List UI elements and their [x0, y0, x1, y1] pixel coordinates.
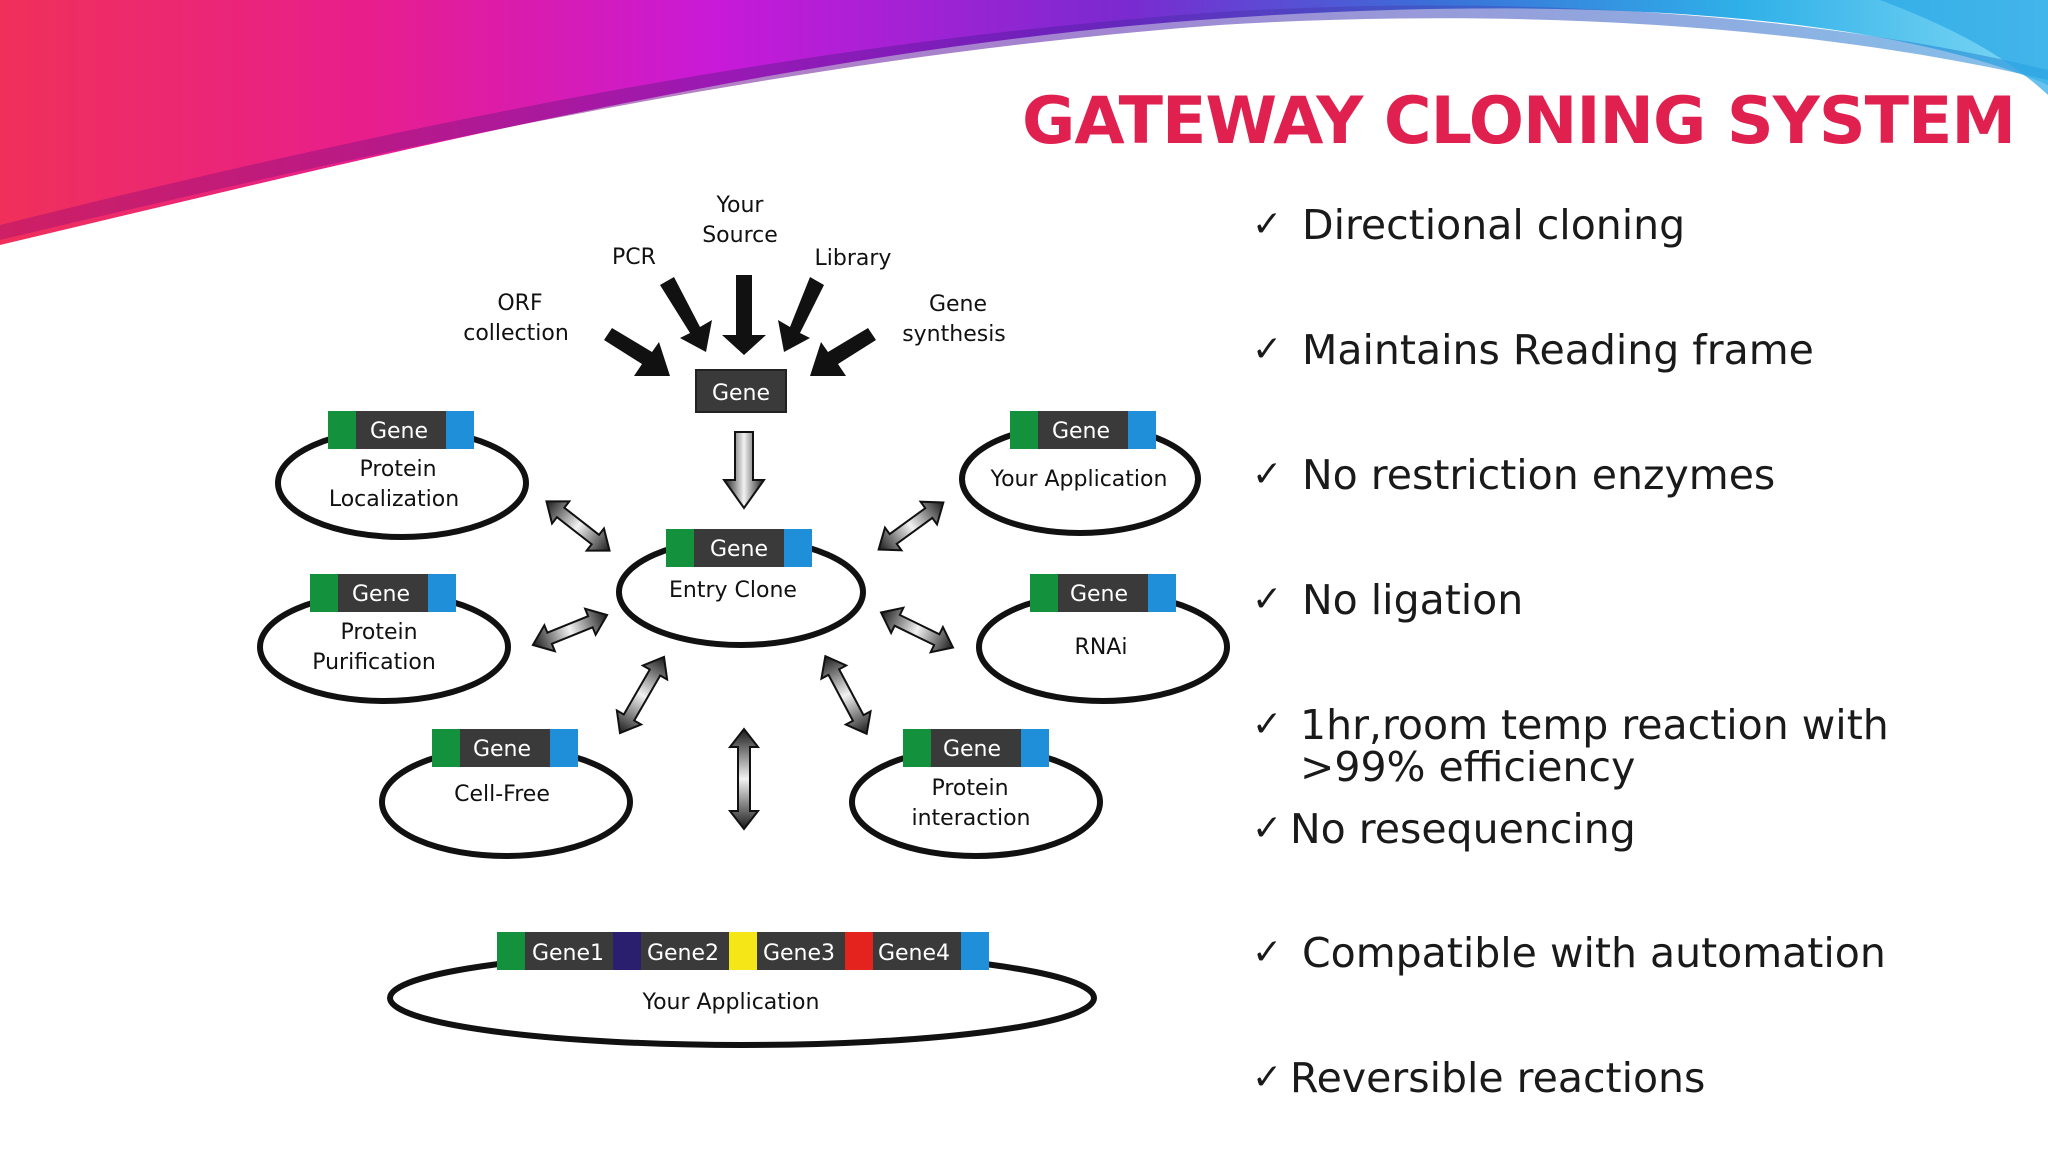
your-application-label: Your Application: [642, 990, 820, 1015]
slide-title: GATEWAY CLONING SYSTEM: [1022, 84, 2016, 159]
checkmark-icon: ✓: [1252, 704, 1283, 745]
source-gene-box: Gene: [695, 369, 787, 413]
plasmid-protein-interaction: Gene Protein interaction: [849, 729, 1103, 859]
library-label: Library: [815, 246, 892, 271]
checkmark-icon: ✓: [1252, 932, 1283, 973]
checkmark-icon: ✓: [1252, 1057, 1283, 1098]
your-source-label: Your: [716, 193, 765, 218]
decorative-swoosh: [0, 0, 2048, 245]
checkmark-icon: ✓: [1252, 204, 1283, 245]
arrow-pcr: [660, 277, 712, 352]
svg-text:Gene: Gene: [370, 419, 428, 444]
gene-synthesis-label: Gene: [929, 292, 987, 317]
arrow-gene-synthesis: [810, 328, 876, 376]
source-arrows: [604, 275, 876, 376]
checkmark-icon: ✓: [1252, 579, 1283, 620]
gene-synthesis-label-line2: synthesis: [902, 322, 1006, 347]
svg-text:Gene: Gene: [1052, 419, 1110, 444]
svg-text:interaction: interaction: [912, 806, 1031, 831]
svg-text:Gene: Gene: [1070, 582, 1128, 607]
arrow-orf: [604, 328, 670, 376]
gateway-diagram: ORF collection PCR Your Source Library G…: [257, 193, 1230, 1048]
svg-text:Gene: Gene: [943, 737, 1001, 762]
bullet-item: ✓ Directional cloning: [1252, 201, 1686, 249]
gene2-label: Gene2: [647, 941, 719, 966]
svg-text:Protein: Protein: [340, 620, 417, 645]
arrow-your-source: [722, 275, 766, 355]
gene-label: Gene: [712, 381, 770, 406]
arrow-library: [778, 277, 824, 352]
svg-text:RNAi: RNAi: [1075, 635, 1128, 660]
bullet-item: ✓ No ligation: [1252, 576, 1524, 624]
orf-label: ORF: [497, 291, 542, 316]
bullet-item: ✓ No restriction enzymes: [1252, 451, 1776, 499]
multi-gene-plasmid: Gene1 Gene2 Gene3 Gene4 Your Application: [387, 932, 1097, 1048]
svg-text:Gene: Gene: [473, 737, 531, 762]
checkmark-icon: ✓: [1252, 329, 1283, 370]
svg-text:Your Application: Your Application: [990, 467, 1168, 492]
source-labels: ORF collection PCR Your Source Library G…: [463, 193, 1006, 347]
svg-text:Protein: Protein: [359, 457, 436, 482]
bullet-item: ✓ 1hr,room temp reaction with >99% effic…: [1252, 701, 1889, 791]
plasmid-cell-free: Gene Cell-Free: [379, 729, 633, 859]
svg-text:Protein: Protein: [931, 776, 1008, 801]
gene4-label: Gene4: [878, 941, 950, 966]
gene3-label: Gene3: [763, 941, 835, 966]
pcr-label: PCR: [612, 245, 656, 270]
svg-text:Gene: Gene: [352, 582, 410, 607]
svg-text:Purification: Purification: [312, 650, 436, 675]
your-source-label-line2: Source: [702, 223, 778, 248]
orf-label-line2: collection: [463, 321, 569, 346]
plasmid-protein-localization: Gene Protein Localization: [275, 411, 529, 540]
checkmark-icon: ✓: [1252, 808, 1283, 849]
entry-clone: Gene Entry Clone: [616, 529, 866, 648]
bullet-item: ✓ Reversible reactions: [1252, 1054, 1706, 1102]
bullet-item: ✓ Compatible with automation: [1252, 929, 1886, 977]
double-arrows: [531, 500, 955, 831]
svg-text:Cell-Free: Cell-Free: [454, 782, 550, 807]
checkmark-icon: ✓: [1252, 454, 1283, 495]
bullet-item: ✓ Maintains Reading frame: [1252, 326, 1814, 374]
plasmid-protein-purification: Gene Protein Purification: [257, 574, 511, 704]
down-arrow: [722, 431, 766, 510]
svg-text:Gene: Gene: [710, 537, 768, 562]
entry-clone-label: Entry Clone: [669, 578, 797, 603]
plasmid-your-application: Gene Your Application: [959, 411, 1201, 536]
svg-text:Localization: Localization: [329, 487, 459, 512]
gene1-label: Gene1: [532, 941, 604, 966]
plasmid-rnai: Gene RNAi: [976, 574, 1230, 704]
bullet-item: ✓ No resequencing: [1252, 805, 1636, 853]
